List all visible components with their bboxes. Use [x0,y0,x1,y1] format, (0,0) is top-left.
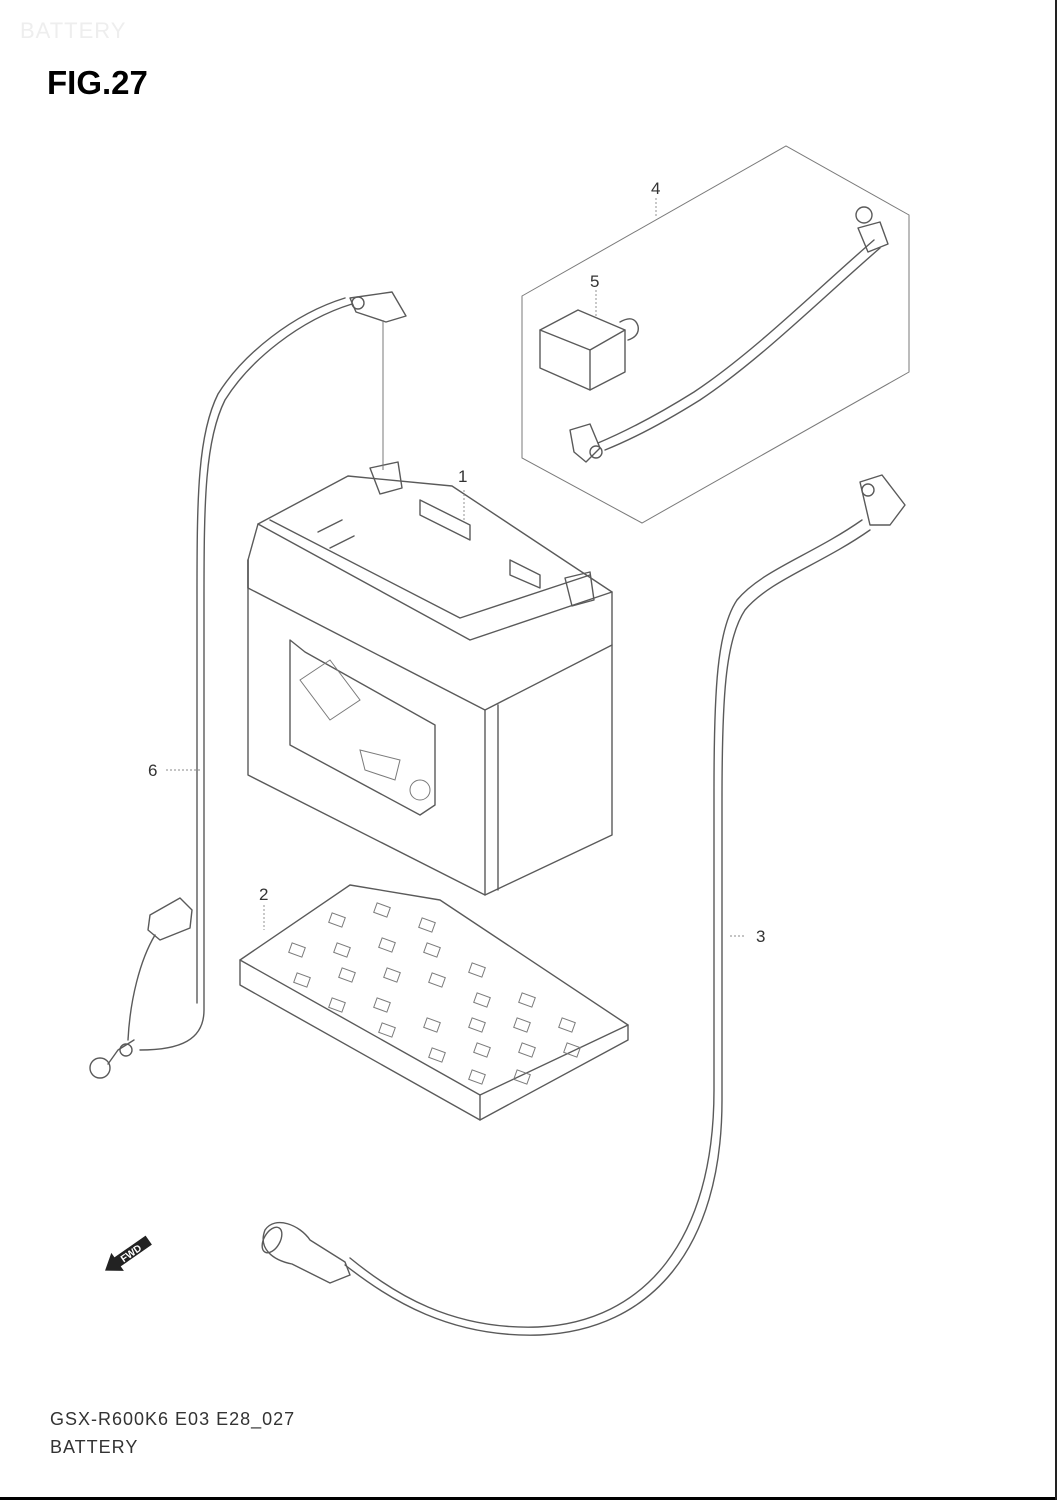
leader-lines [166,198,744,937]
terminal-cap-part [539,309,639,391]
callout-2: 2 [259,885,268,904]
diagram-section-name: BATTERY [50,1437,139,1457]
callout-3: 3 [756,927,765,946]
battery-part [247,461,613,896]
cable-kit-panel [521,145,910,524]
battery-tray-part [239,884,629,1121]
diagram-code: GSX-R600K6 E03 E28_027 [50,1409,296,1429]
page-bottom-border [0,1497,1057,1500]
forward-arrow-icon: FWD [105,1235,152,1271]
positive-cable-part [261,474,906,1336]
figure-title: FIG.27 [47,64,148,101]
kit-cable-part [569,206,889,463]
callout-4: 4 [651,179,660,198]
page-right-border [1055,0,1057,1500]
callout-6: 6 [148,761,157,780]
callout-1: 1 [458,467,467,486]
negative-cable-part [89,291,407,1079]
callout-5: 5 [590,272,599,291]
watermark-text: BATTERY [20,18,127,43]
